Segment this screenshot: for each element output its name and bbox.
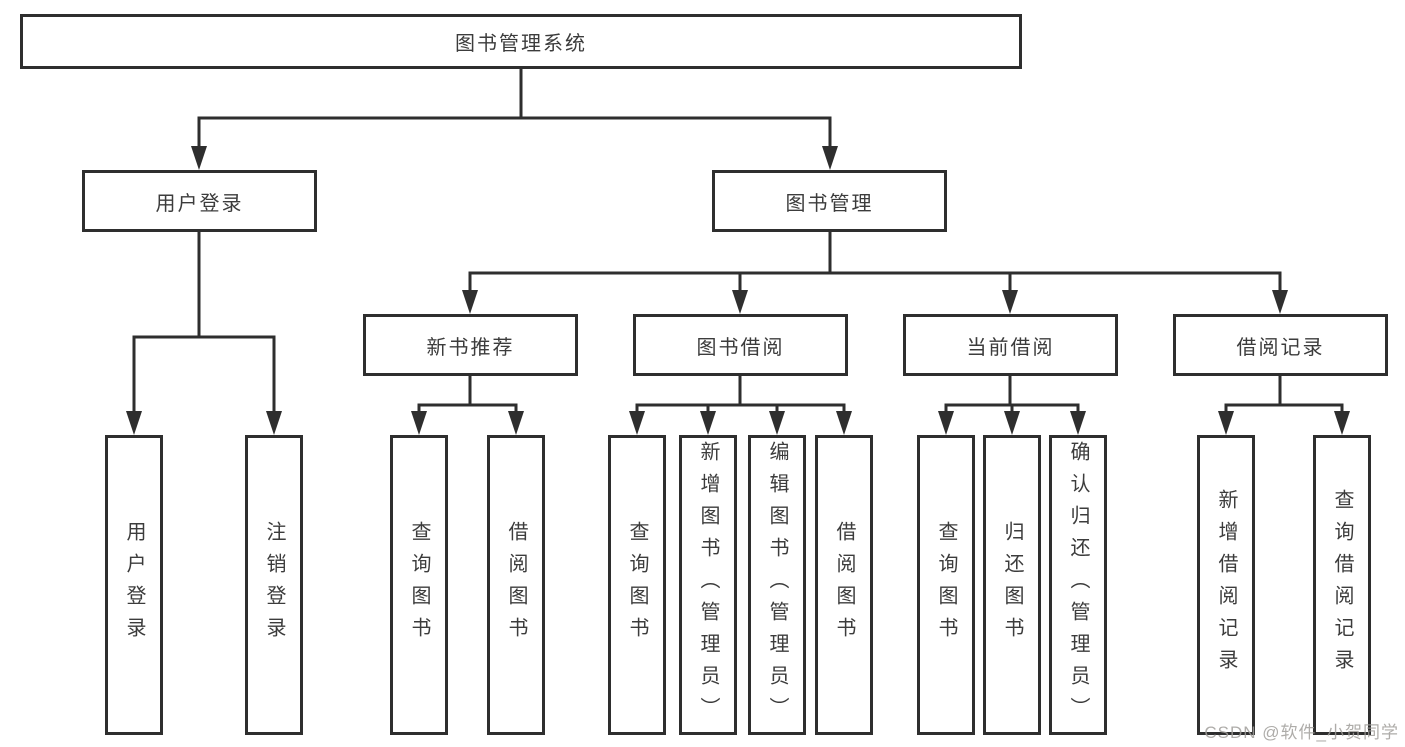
arrow-down-icon [822, 146, 838, 170]
arrow-down-icon [1002, 290, 1018, 314]
arrow-down-icon [629, 411, 645, 435]
arrow-down-icon [126, 411, 142, 435]
arrow-down-icon [508, 411, 524, 435]
leaf-query-books-current: 查询图书 [917, 435, 975, 735]
node-book-management: 图书管理 [712, 170, 947, 232]
node-current-borrow: 当前借阅 [903, 314, 1118, 376]
leaf-return-books: 归还图书 [983, 435, 1041, 735]
arrow-down-icon [769, 411, 785, 435]
node-borrow-records: 借阅记录 [1173, 314, 1388, 376]
tree-connectors [132, 69, 1344, 413]
leaf-borrow-books-recommend: 借阅图书 [487, 435, 545, 735]
leaf-borrow-books: 借阅图书 [815, 435, 873, 735]
arrow-down-icon [732, 290, 748, 314]
leaf-add-books-admin: 新增图书（管理员） [679, 435, 737, 735]
arrow-down-icon [462, 290, 478, 314]
leaf-query-borrow-record: 查询借阅记录 [1313, 435, 1371, 735]
arrow-down-icon [1070, 411, 1086, 435]
arrow-down-icon [1218, 411, 1234, 435]
node-user-login: 用户登录 [82, 170, 317, 232]
csdn-watermark: CSDN @软件_小贺同学 [1204, 723, 1399, 742]
node-new-book-recommend: 新书推荐 [363, 314, 578, 376]
arrow-down-icon [1334, 411, 1350, 435]
leaf-confirm-return-admin: 确认归还（管理员） [1049, 435, 1107, 735]
arrow-down-icon [836, 411, 852, 435]
leaf-user-login: 用户登录 [105, 435, 163, 735]
arrow-down-icon [191, 146, 207, 170]
leaf-add-borrow-record: 新增借阅记录 [1197, 435, 1255, 735]
node-book-borrow: 图书借阅 [633, 314, 848, 376]
node-library-management-system: 图书管理系统 [20, 14, 1022, 69]
arrow-down-icon [700, 411, 716, 435]
arrow-down-icon [1004, 411, 1020, 435]
arrow-down-icon [411, 411, 427, 435]
arrow-down-icon [1272, 290, 1288, 314]
arrow-down-icon [266, 411, 282, 435]
arrow-down-icon [938, 411, 954, 435]
leaf-query-books-borrow: 查询图书 [608, 435, 666, 735]
leaf-edit-books-admin: 编辑图书（管理员） [748, 435, 806, 735]
leaf-query-books-recommend: 查询图书 [390, 435, 448, 735]
leaf-logout: 注销登录 [245, 435, 303, 735]
